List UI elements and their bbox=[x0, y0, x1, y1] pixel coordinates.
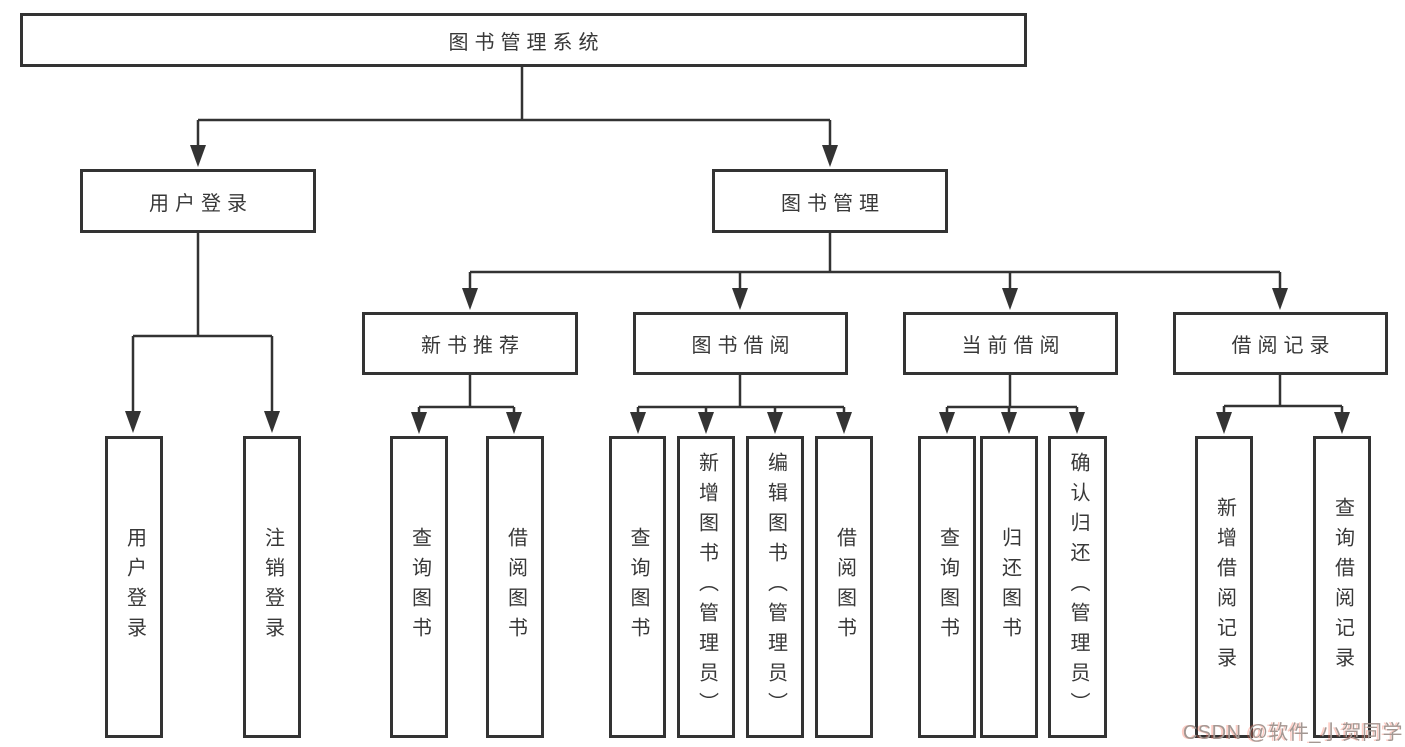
node-label: 新增借阅记录 bbox=[1213, 497, 1236, 677]
node-label: 当前借阅 bbox=[961, 335, 1066, 357]
leaf-borrow-query-books: 查询图书 bbox=[609, 436, 666, 738]
node-label: 用户登录 bbox=[149, 192, 253, 215]
node-book-borrow: 图书借阅 bbox=[633, 312, 848, 375]
leaf-records-query-record: 查询借阅记录 bbox=[1313, 436, 1371, 738]
node-label: 确认归还（管理员） bbox=[1067, 452, 1089, 722]
node-label: 借阅图书 bbox=[833, 527, 856, 647]
node-label: 图书管理 bbox=[781, 192, 885, 215]
node-new-book-recommend: 新书推荐 bbox=[362, 312, 578, 375]
node-label: 查询图书 bbox=[936, 527, 959, 647]
leaf-borrow-edit-books-admin: 编辑图书（管理员） bbox=[746, 436, 804, 738]
node-current-borrow: 当前借阅 bbox=[903, 312, 1118, 375]
node-label: 注销登录 bbox=[261, 527, 284, 647]
leaf-newbook-query-books: 查询图书 bbox=[390, 436, 448, 738]
leaf-user-login: 用户登录 bbox=[105, 436, 163, 738]
node-label: 编辑图书（管理员） bbox=[764, 452, 787, 722]
leaf-current-confirm-return-admin: 确认归还（管理员） bbox=[1048, 436, 1107, 738]
node-label: 图书借阅 bbox=[691, 335, 796, 357]
node-label: 查询图书 bbox=[408, 527, 431, 647]
node-label: 归还图书 bbox=[998, 527, 1021, 647]
node-label: 新书推荐 bbox=[421, 335, 525, 357]
leaf-records-add-record: 新增借阅记录 bbox=[1195, 436, 1253, 738]
node-book-management: 图书管理 bbox=[712, 169, 948, 233]
node-label: 用户登录 bbox=[123, 527, 146, 647]
node-borrow-records: 借阅记录 bbox=[1173, 312, 1388, 375]
leaf-current-return-books: 归还图书 bbox=[980, 436, 1038, 738]
leaf-newbook-borrow-books: 借阅图书 bbox=[486, 436, 544, 738]
arrowheads bbox=[125, 145, 1350, 434]
leaf-current-query-books: 查询图书 bbox=[918, 436, 976, 738]
node-label: 借阅记录 bbox=[1231, 335, 1336, 357]
leaf-borrow-add-books-admin: 新增图书（管理员） bbox=[677, 436, 735, 738]
node-user-login: 用户登录 bbox=[80, 169, 316, 233]
node-label: 查询图书 bbox=[627, 527, 649, 647]
node-label: 查询借阅记录 bbox=[1331, 497, 1354, 677]
leaf-borrow-borrow-books: 借阅图书 bbox=[815, 436, 873, 738]
node-label: 新增图书（管理员） bbox=[695, 452, 718, 722]
leaf-logout-login: 注销登录 bbox=[243, 436, 301, 738]
node-label: 图书管理系统 bbox=[448, 31, 605, 54]
csdn-watermark: CSDN @软件_小贺同学 bbox=[1182, 722, 1403, 744]
node-book-management-system: 图书管理系统 bbox=[20, 13, 1027, 67]
node-label: 借阅图书 bbox=[504, 527, 527, 647]
